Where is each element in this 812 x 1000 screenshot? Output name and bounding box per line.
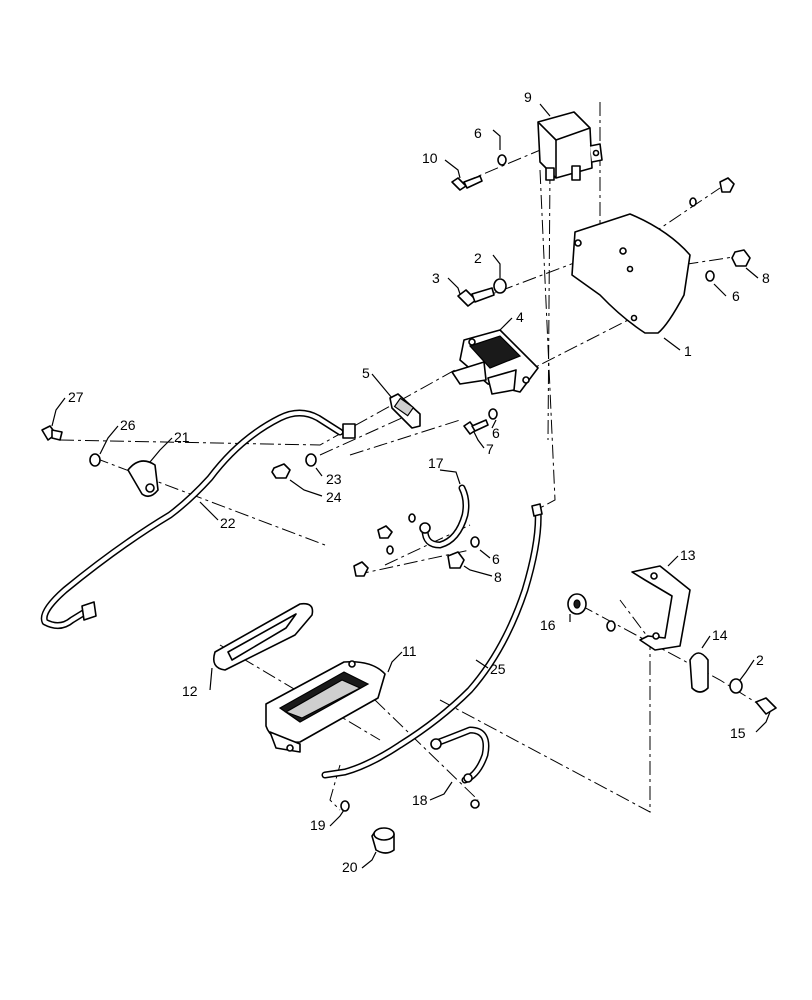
callout-13: 13 bbox=[680, 547, 696, 563]
nut bbox=[377, 525, 393, 539]
callout-12: 12 bbox=[182, 683, 198, 699]
fuse-block-11 bbox=[265, 660, 386, 753]
cable-17 bbox=[419, 484, 470, 549]
lock-washer bbox=[705, 270, 715, 282]
washer bbox=[470, 799, 480, 809]
callout-26: 26 bbox=[120, 417, 136, 433]
bolt-27 bbox=[41, 425, 63, 441]
bolt-7 bbox=[463, 419, 489, 435]
callout-22: 22 bbox=[220, 515, 236, 531]
callout-15: 15 bbox=[730, 725, 746, 741]
callout-14: 14 bbox=[712, 627, 728, 643]
lock-washer bbox=[470, 536, 480, 548]
callout-17: 17 bbox=[428, 455, 444, 471]
callout-7: 7 bbox=[486, 441, 494, 457]
bolt-10 bbox=[451, 175, 483, 191]
callout-9: 9 bbox=[524, 89, 532, 105]
washer-23 bbox=[305, 453, 317, 467]
terminal-cap-20 bbox=[371, 827, 395, 854]
callout-11: 11 bbox=[402, 643, 417, 659]
gasket-12 bbox=[212, 602, 314, 671]
callout-2: 2 bbox=[756, 652, 764, 668]
bolt-15 bbox=[755, 697, 777, 715]
lock-washer bbox=[689, 197, 697, 207]
callout-8: 8 bbox=[762, 270, 770, 286]
washer-26 bbox=[89, 453, 101, 467]
callout-5: 5 bbox=[362, 365, 370, 381]
callout-23: 23 bbox=[326, 471, 342, 487]
washer bbox=[408, 513, 416, 523]
bolt-3 bbox=[457, 287, 495, 307]
washer-19 bbox=[340, 800, 350, 812]
nut bbox=[719, 177, 735, 193]
callout-4: 4 bbox=[516, 309, 524, 325]
callout-labels: 9 6 10 2 3 8 6 4 1 5 27 26 21 6 7 17 23 … bbox=[68, 89, 770, 875]
callout-27: 27 bbox=[68, 389, 84, 405]
callout-18: 18 bbox=[412, 792, 428, 808]
callout-25: 25 bbox=[490, 661, 506, 677]
clamp-21 bbox=[127, 460, 159, 498]
callout-6: 6 bbox=[492, 425, 500, 441]
nut-24 bbox=[271, 463, 291, 479]
callout-2: 2 bbox=[474, 250, 482, 266]
relay bbox=[537, 111, 603, 181]
lock-washer bbox=[497, 154, 507, 166]
callout-6: 6 bbox=[474, 125, 482, 141]
flat-washer bbox=[493, 278, 507, 294]
spacer-16 bbox=[567, 593, 587, 615]
callout-21: 21 bbox=[174, 429, 190, 445]
lock-washer bbox=[488, 408, 498, 420]
callout-6: 6 bbox=[492, 551, 500, 567]
bus-bracket bbox=[389, 393, 421, 429]
clamp-14 bbox=[689, 652, 709, 693]
fuse-holder bbox=[451, 329, 539, 395]
washer-2 bbox=[729, 678, 743, 694]
callout-20: 20 bbox=[342, 859, 358, 875]
washer bbox=[606, 620, 616, 632]
nut-8 bbox=[447, 551, 465, 569]
callout-10: 10 bbox=[422, 150, 438, 166]
nut-8 bbox=[731, 249, 751, 267]
callout-1: 1 bbox=[684, 343, 692, 359]
callout-3: 3 bbox=[432, 270, 440, 286]
bracket-13 bbox=[631, 565, 691, 651]
assembly-centerlines bbox=[59, 102, 769, 813]
cable-25 bbox=[321, 503, 543, 779]
callout-19: 19 bbox=[310, 817, 326, 833]
callout-24: 24 bbox=[326, 489, 342, 505]
callout-leaders bbox=[51, 103, 771, 869]
nut bbox=[353, 561, 369, 577]
callout-16: 16 bbox=[540, 617, 556, 633]
cable-18 bbox=[430, 726, 490, 784]
callout-6: 6 bbox=[732, 288, 740, 304]
washer bbox=[386, 545, 394, 555]
mounting-plate bbox=[571, 213, 691, 334]
callout-8: 8 bbox=[494, 569, 502, 585]
cable-22 bbox=[40, 409, 356, 629]
